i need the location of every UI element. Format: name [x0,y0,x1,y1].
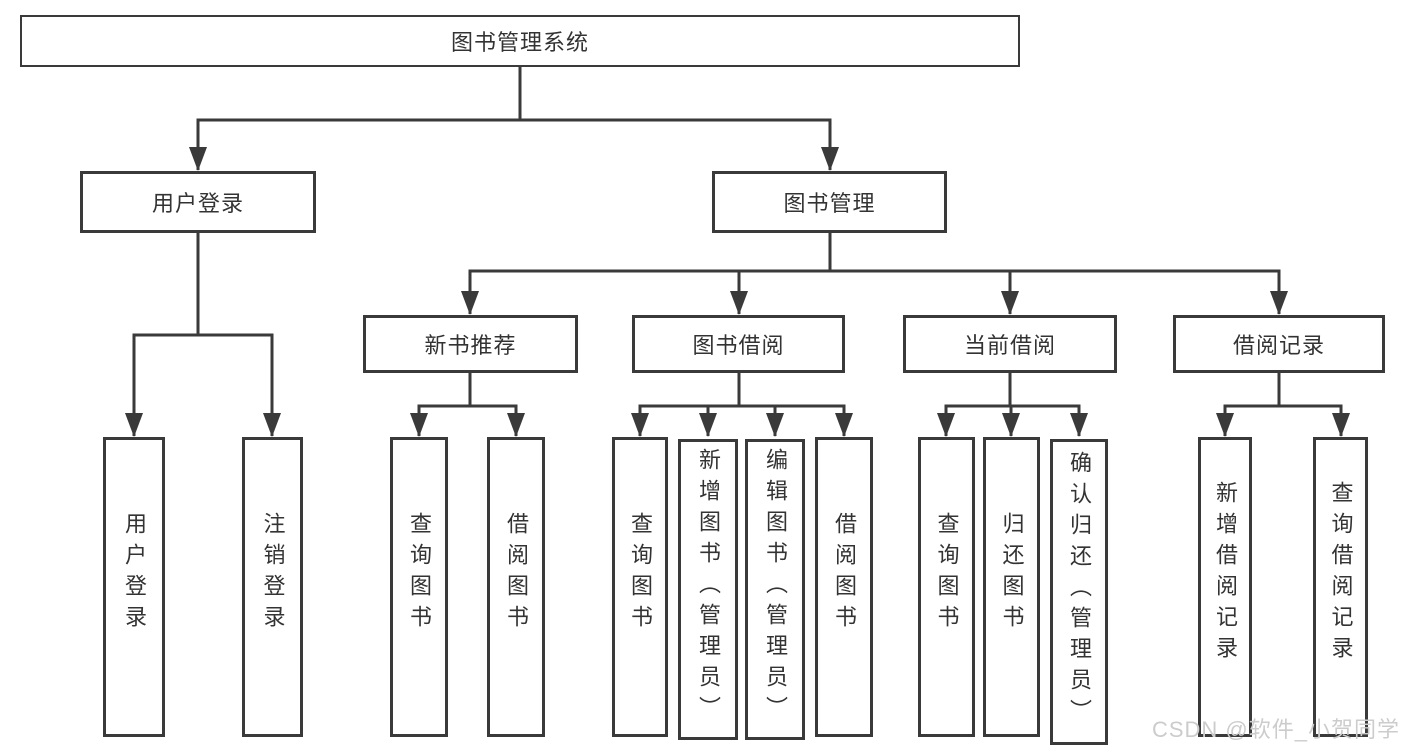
csdn-watermark: CSDN @软件_小贺同学 [1151,717,1400,742]
leaf-bb-add-books-admin-label: 新增图书（管理员） [696,448,721,727]
leaf-nb-query-books-label: 查询图书 [407,512,432,636]
leaf-cb-return-books-label: 归还图书 [999,512,1025,636]
leaf-bb-add-books-admin: 新增图书（管理员） [678,439,738,740]
leaf-nb-borrow-books: 借阅图书 [487,437,545,737]
leaf-br-add-record: 新增借阅记录 [1198,437,1252,737]
node-book-management: 图书管理 [712,171,947,233]
leaf-bb-borrow-books: 借阅图书 [815,437,873,737]
leaf-cb-query-books-label: 查询图书 [934,512,960,636]
leaf-cb-confirm-return-admin: 确认归还（管理员） [1050,439,1108,745]
node-current-borrow: 当前借阅 [903,315,1117,373]
leaf-bb-edit-books-admin-label: 编辑图书（管理员） [763,448,788,727]
leaf-br-query-record-label: 查询借阅记录 [1328,481,1354,667]
leaf-logout-label: 注销登录 [260,512,286,636]
leaf-cb-confirm-return-admin-label: 确认归还（管理员） [1067,450,1092,730]
node-borrow-records-label: 借阅记录 [1232,333,1325,358]
leaf-bb-query-books: 查询图书 [612,437,668,737]
leaf-nb-query-books: 查询图书 [390,437,448,737]
connector-stems [132,67,1343,408]
connector-arrows [125,120,1350,437]
node-book-borrow-label: 图书借阅 [692,333,785,358]
node-current-borrow-label: 当前借阅 [963,333,1056,358]
leaf-cb-query-books: 查询图书 [918,437,975,737]
leaf-cb-return-books: 归还图书 [983,437,1040,737]
leaf-logout: 注销登录 [242,437,303,737]
node-book-borrow: 图书借阅 [632,315,845,373]
node-new-book-recommend-label: 新书推荐 [424,333,517,358]
leaf-bb-query-books-label: 查询图书 [628,512,653,636]
node-root: 图书管理系统 [20,15,1020,67]
node-book-management-label: 图书管理 [783,191,876,216]
node-root-label: 图书管理系统 [450,30,589,55]
leaf-br-query-record: 查询借阅记录 [1313,437,1368,737]
leaf-user-login-label: 用户登录 [122,512,147,636]
leaf-bb-edit-books-admin: 编辑图书（管理员） [745,439,805,740]
node-user-login-label: 用户登录 [151,191,244,216]
leaf-user-login: 用户登录 [103,437,165,737]
leaf-br-add-record-label: 新增借阅记录 [1213,481,1238,667]
node-user-login: 用户登录 [80,171,316,233]
leaf-nb-borrow-books-label: 借阅图书 [504,512,529,636]
node-borrow-records: 借阅记录 [1173,315,1385,373]
node-new-book-recommend: 新书推荐 [363,315,578,373]
leaf-bb-borrow-books-label: 借阅图书 [832,512,857,636]
